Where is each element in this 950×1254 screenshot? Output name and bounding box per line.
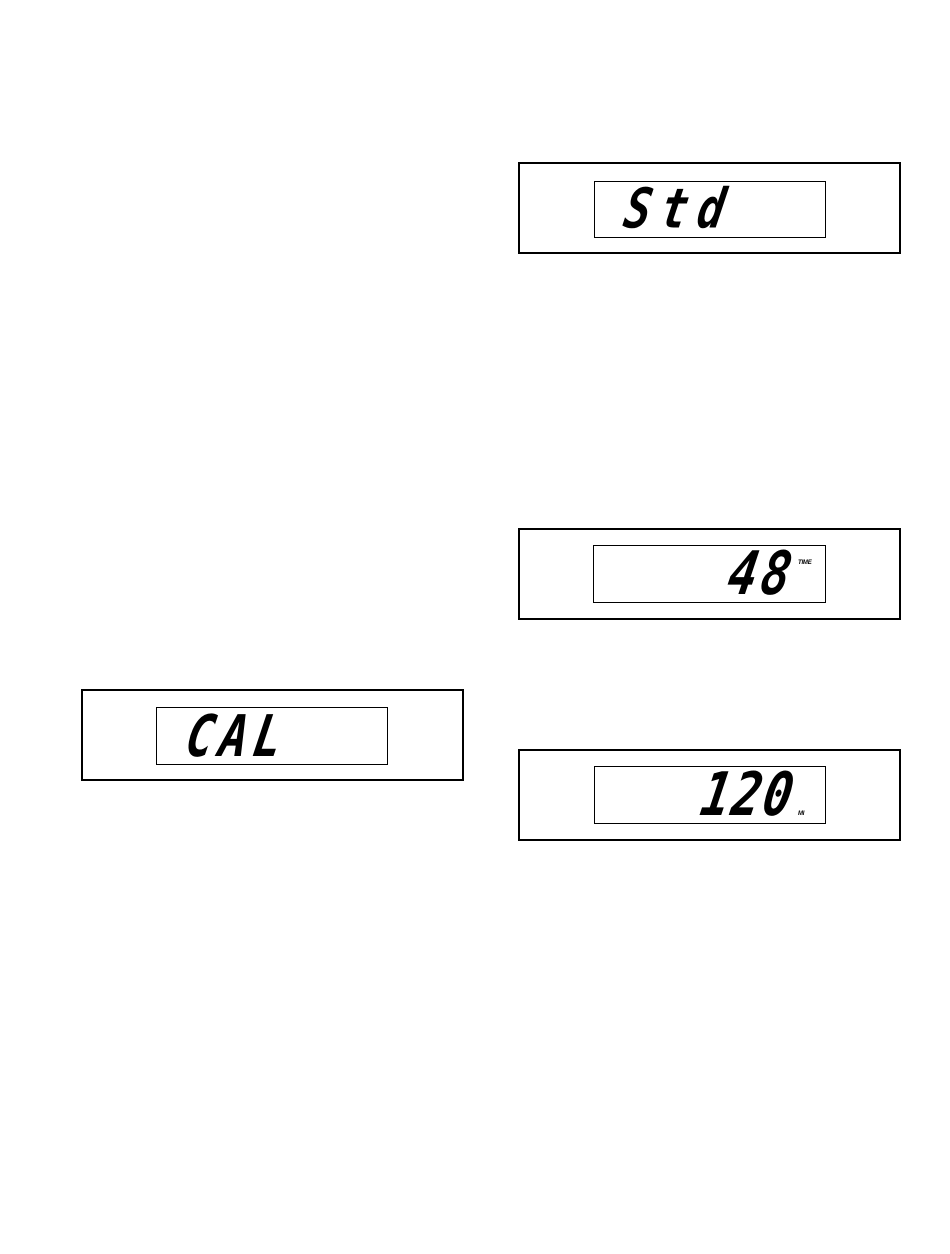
lcd-window-distance: 120 MI (594, 766, 826, 824)
lcd-text-std: Std (625, 182, 734, 237)
lcd-text-cal: CAL (187, 708, 288, 764)
lcd-window-std: Std (594, 181, 826, 238)
lcd-text-time: 48 (729, 546, 795, 602)
lcd-window-cal: CAL (156, 707, 388, 765)
time-unit-label: TIME (798, 560, 812, 566)
console-display-time-panel: 48 TIME (518, 528, 901, 620)
console-display-std-panel: Std (518, 162, 901, 254)
lcd-text-distance: 120 (702, 767, 795, 823)
distance-unit-label: MI (798, 811, 804, 817)
lcd-window-time: 48 TIME (593, 545, 826, 603)
console-display-distance-panel: 120 MI (518, 749, 901, 841)
console-display-cal-panel: CAL (81, 689, 464, 781)
